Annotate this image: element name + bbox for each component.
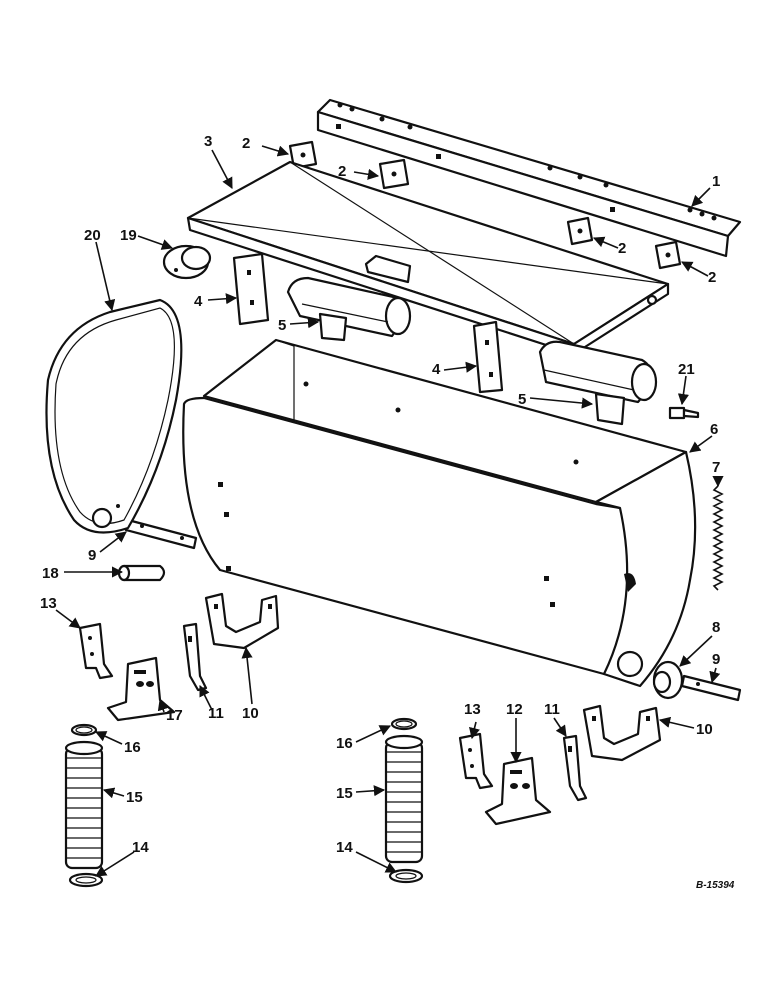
callout-21: 21 bbox=[678, 361, 695, 378]
callout-5: 5 bbox=[278, 317, 286, 334]
part-11-clip-right bbox=[562, 734, 588, 802]
part-11-clip-left bbox=[182, 622, 208, 692]
callout-7: 7 bbox=[712, 459, 720, 476]
part-15-hose-left bbox=[64, 740, 104, 870]
part-16-ring-right bbox=[390, 717, 418, 731]
part-8-roller bbox=[652, 660, 684, 700]
part-10-strap-left bbox=[204, 592, 280, 650]
part-14-clamp-right bbox=[388, 868, 424, 884]
callout-8: 8 bbox=[712, 619, 720, 636]
part-5-housing-left bbox=[286, 276, 412, 342]
callout-17: 17 bbox=[166, 707, 183, 724]
callout-11: 11 bbox=[208, 705, 224, 722]
callout-18: 18 bbox=[42, 565, 59, 582]
part-7-spring bbox=[712, 485, 724, 591]
callout-10: 10 bbox=[696, 721, 713, 738]
callout-14: 14 bbox=[132, 839, 149, 856]
callout-15: 15 bbox=[336, 785, 353, 802]
callout-5: 5 bbox=[518, 391, 526, 408]
part-19-clamp bbox=[162, 244, 212, 280]
callout-13: 13 bbox=[40, 595, 57, 612]
part-6-hopper-box bbox=[182, 338, 697, 688]
part-13-bracket-right bbox=[458, 732, 494, 790]
part-17-mounting-bracket bbox=[106, 656, 176, 722]
part-20-end-panel bbox=[45, 298, 183, 534]
callout-20: 20 bbox=[84, 227, 101, 244]
callout-6: 6 bbox=[710, 421, 718, 438]
part-4-bracket-right bbox=[472, 320, 504, 394]
part-4-bracket-left bbox=[232, 252, 270, 326]
part-16-ring-left bbox=[70, 723, 98, 737]
callout-16: 16 bbox=[124, 739, 141, 756]
callout-labels: 1 2 2 2 2 3 4 4 5 5 6 7 8 9 9 10 10 11 1… bbox=[40, 133, 720, 856]
callout-19: 19 bbox=[120, 227, 137, 244]
callout-2: 2 bbox=[618, 240, 626, 257]
callout-12: 12 bbox=[506, 701, 523, 718]
part-15-hose-right bbox=[384, 734, 424, 864]
callout-2: 2 bbox=[708, 269, 716, 286]
part-2-plate-d bbox=[654, 240, 682, 270]
part-21-bolt bbox=[668, 406, 700, 420]
callout-14: 14 bbox=[336, 839, 353, 856]
part-14-clamp-left bbox=[68, 872, 104, 888]
part-9-shaft-right bbox=[680, 674, 742, 702]
part-18-bushing bbox=[117, 564, 166, 582]
part-10-strap-right bbox=[582, 704, 662, 762]
part-13-bracket-left bbox=[78, 622, 114, 680]
callout-9: 9 bbox=[712, 651, 720, 668]
callout-10: 10 bbox=[242, 705, 259, 722]
callout-1: 1 bbox=[712, 173, 720, 190]
part-3-lid bbox=[186, 160, 670, 356]
callout-4: 4 bbox=[432, 361, 441, 378]
callout-9: 9 bbox=[88, 547, 96, 564]
callout-13: 13 bbox=[464, 701, 481, 718]
part-2-plate-a bbox=[288, 140, 318, 170]
callout-16: 16 bbox=[336, 735, 353, 752]
part-2-plate-c bbox=[566, 216, 594, 246]
part-5-housing-right bbox=[538, 340, 658, 426]
part-9-shaft-left bbox=[124, 518, 198, 550]
part-1-mounting-angle-bar bbox=[316, 98, 742, 258]
callout-4: 4 bbox=[194, 293, 203, 310]
drawing-number: B-15394 bbox=[696, 880, 735, 891]
leader-lines bbox=[55, 145, 724, 877]
callout-15: 15 bbox=[126, 789, 143, 806]
callout-2: 2 bbox=[242, 135, 250, 152]
part-12-mounting-bracket bbox=[484, 756, 552, 826]
part-2-plate-b bbox=[378, 158, 410, 190]
callout-11: 11 bbox=[544, 701, 560, 718]
callout-2: 2 bbox=[338, 163, 346, 180]
callout-3: 3 bbox=[204, 133, 212, 150]
